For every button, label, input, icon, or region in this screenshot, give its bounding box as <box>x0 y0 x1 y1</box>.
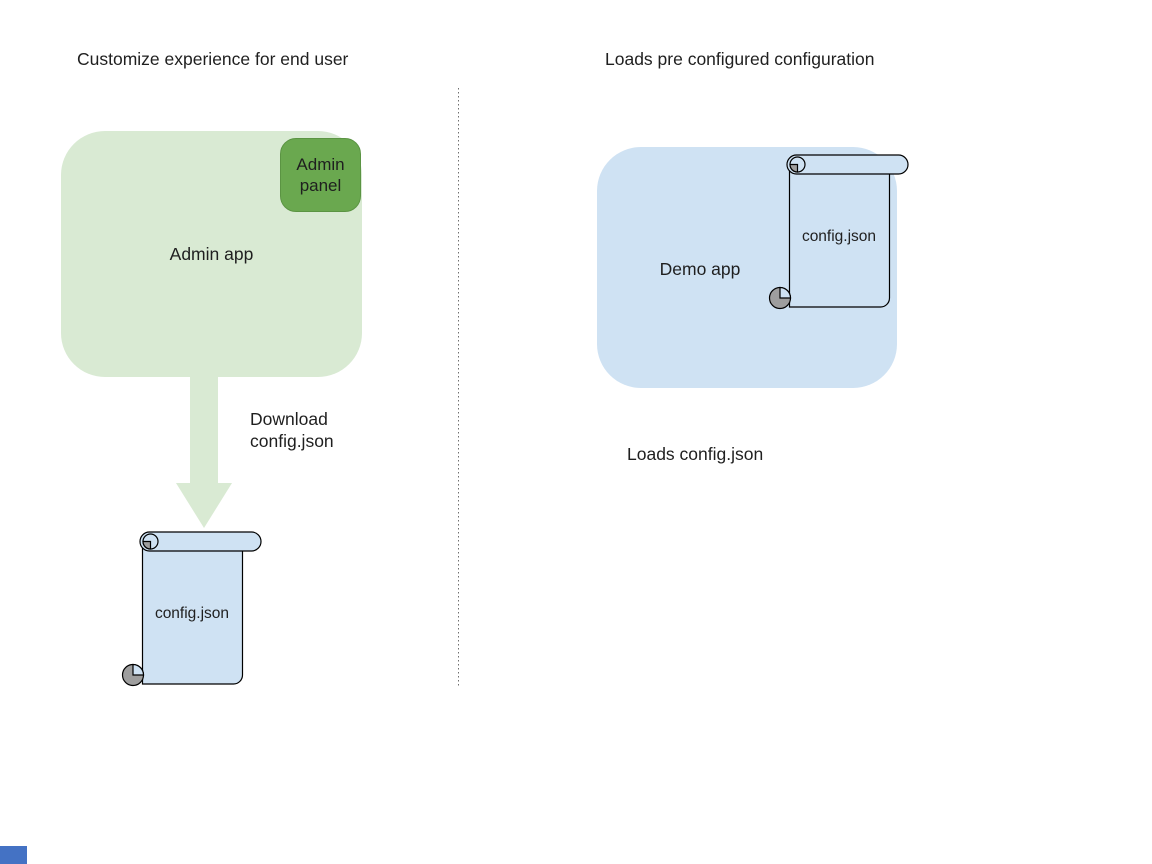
demo-app-label: Demo app <box>659 259 741 279</box>
right-section-title: Loads pre configured configuration <box>605 49 875 69</box>
left-section-title: Customize experience for end user <box>77 49 349 69</box>
download-arrow-label: Download config.json <box>250 409 334 451</box>
admin-app-label: Admin app <box>169 243 254 264</box>
admin-panel-box: Admin panel <box>280 138 361 212</box>
config-json-scroll-right: config.json <box>768 154 909 310</box>
blue-corner-shape <box>0 846 27 864</box>
admin-panel-label: Admin panel <box>296 155 345 195</box>
config-json-scroll-left: config.json <box>121 531 262 687</box>
loads-config-caption: Loads config.json <box>627 444 764 464</box>
download-arrow-icon <box>176 376 232 528</box>
section-divider <box>458 88 459 686</box>
config-json-label-right: config.json <box>802 228 876 245</box>
config-json-label-left: config.json <box>155 605 229 622</box>
